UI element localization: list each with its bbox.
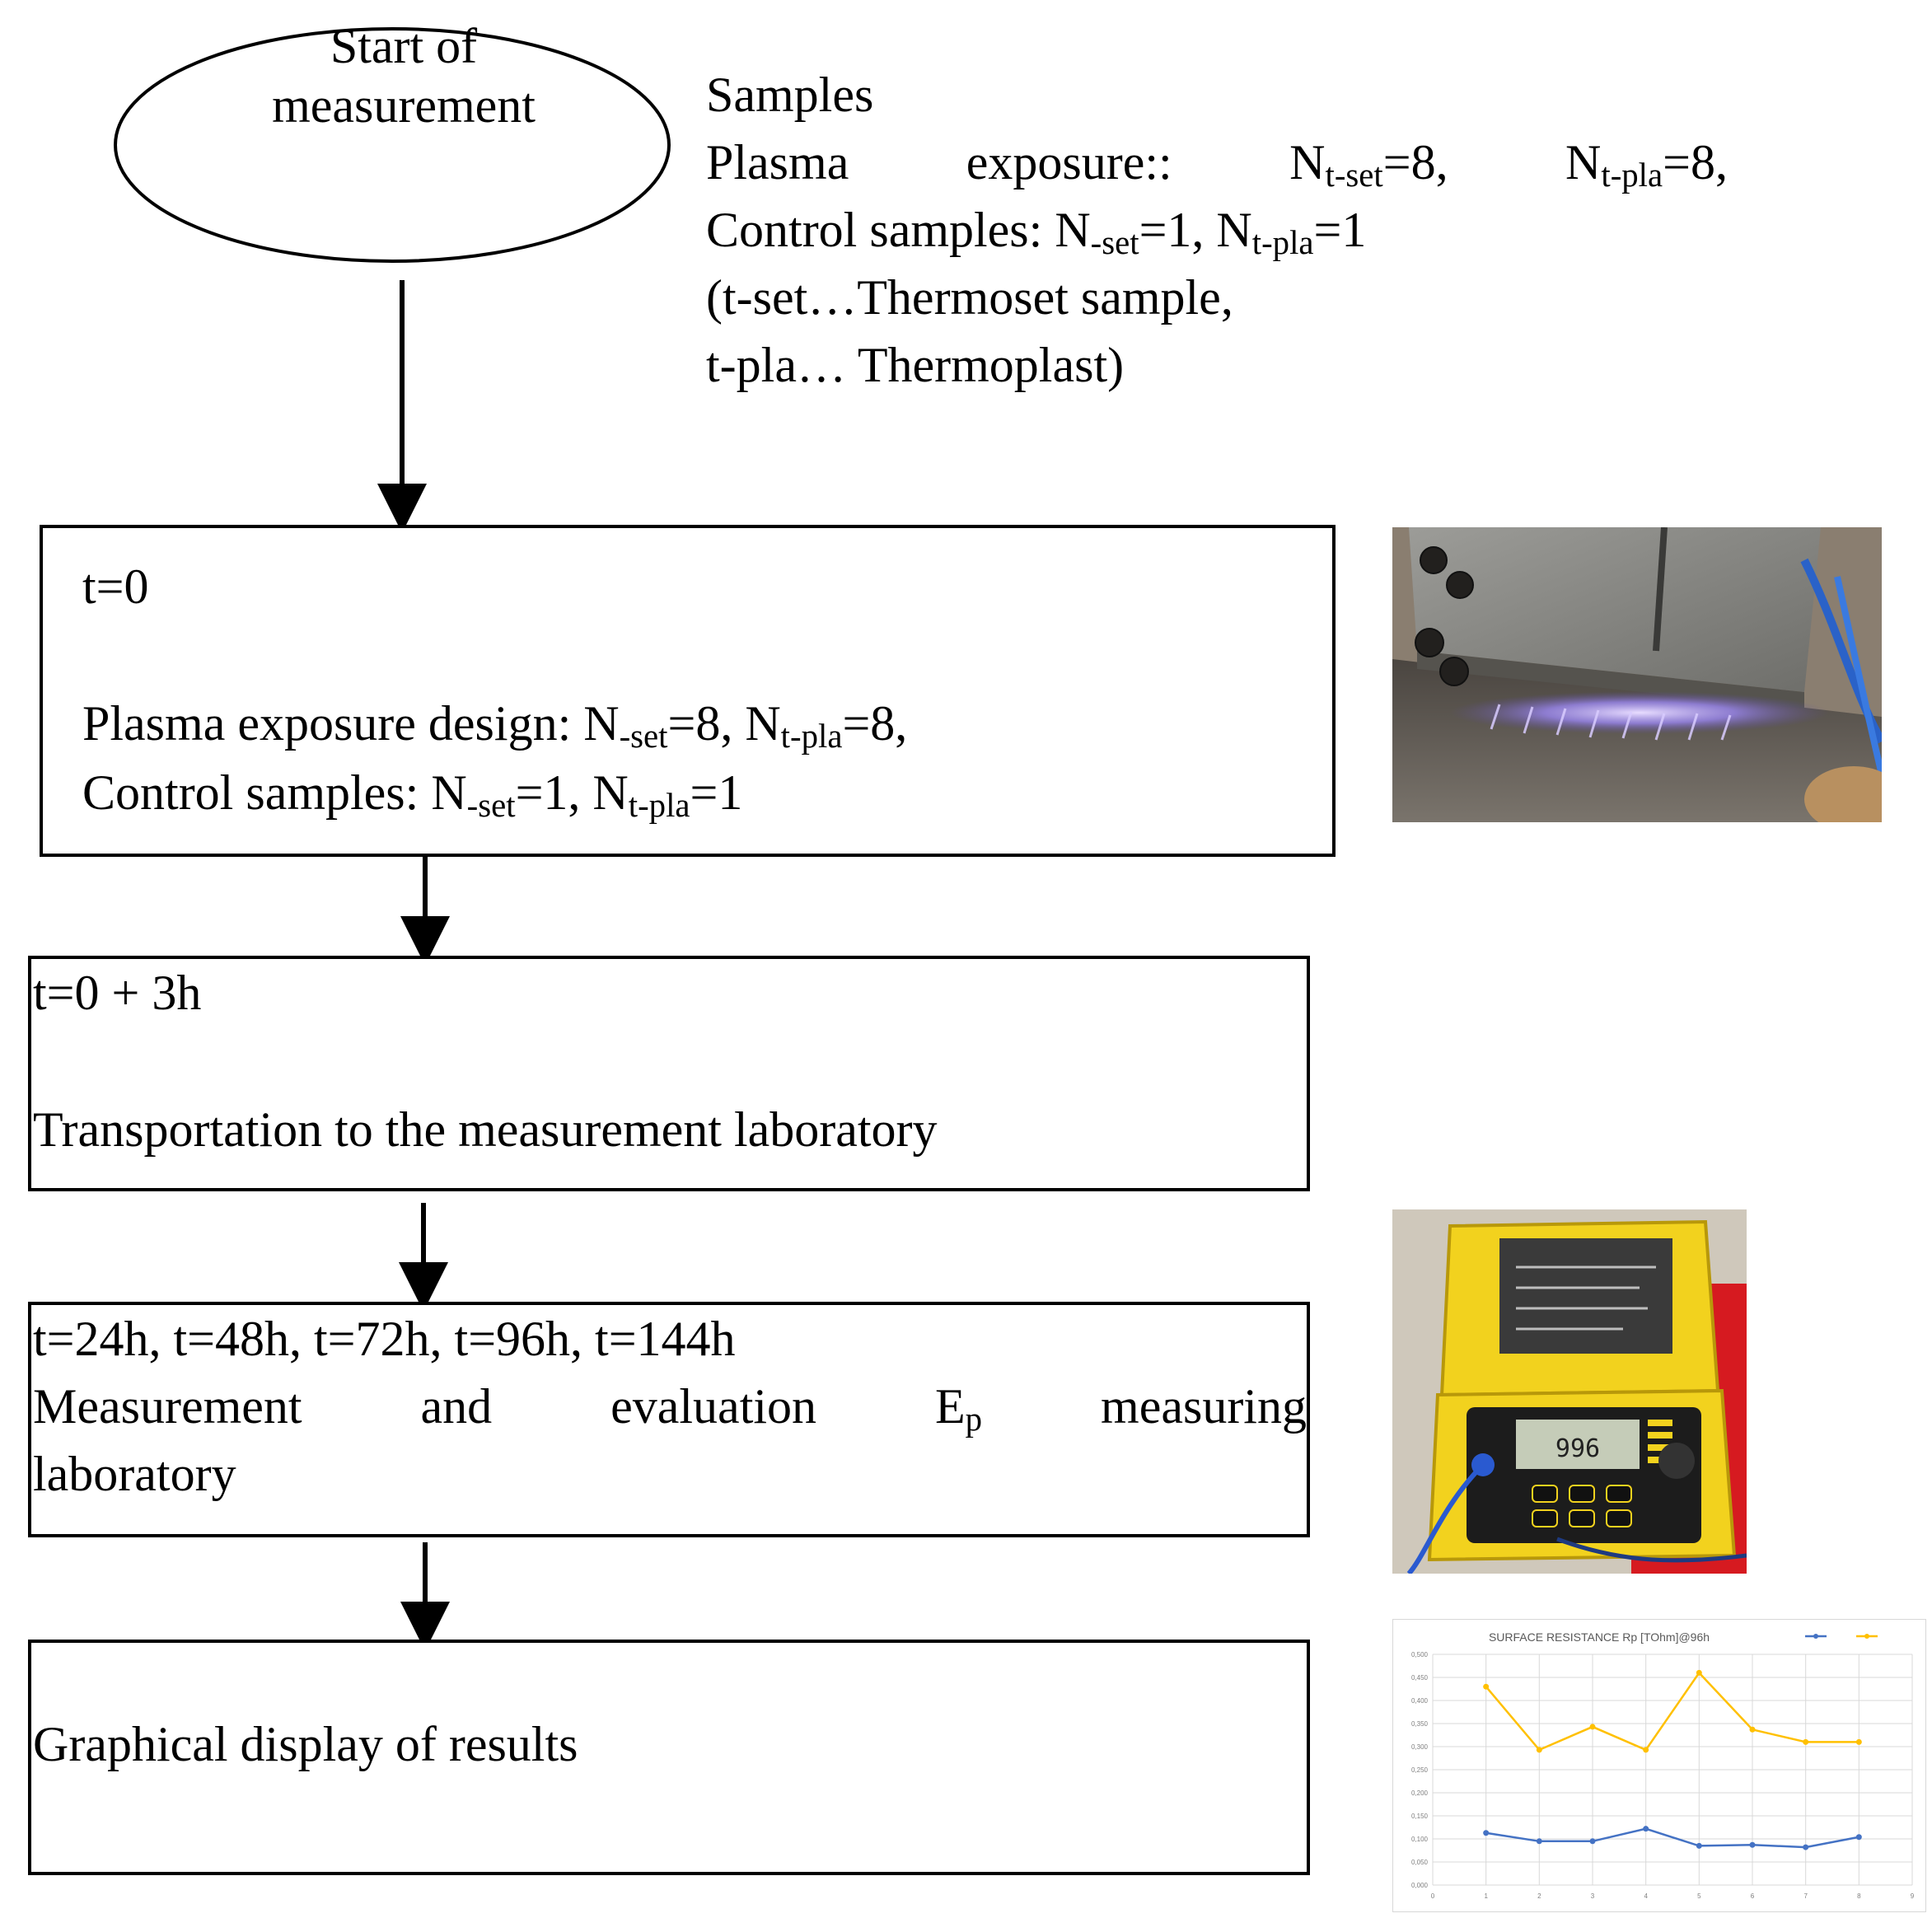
step1-design-line: Plasma exposure design: N-set=8, Nt-pla=… <box>82 696 908 755</box>
chart-y-tick-label: 0,300 <box>1411 1743 1429 1751</box>
samples-n-tset: Nt-set=8, <box>1289 135 1448 194</box>
chart-data-point <box>1749 1841 1756 1848</box>
chart-data-point <box>1803 1738 1809 1745</box>
chart-x-tick-label: 1 <box>1484 1892 1488 1900</box>
start-label: Start of measurement <box>165 16 643 135</box>
chart-y-tick-label: 0,000 <box>1411 1882 1429 1889</box>
chart-y-tick-label: 0,450 <box>1411 1674 1429 1682</box>
chart-legend <box>1805 1634 1878 1639</box>
chart-x-tick-label: 2 <box>1537 1892 1541 1900</box>
plasma-device-photo <box>1392 527 1882 822</box>
samples-n-tpla: Nt-pla=8, <box>1565 135 1728 194</box>
chart-x-tick-labels: 0 1 2 3 4 5 6 7 8 9 <box>1431 1892 1915 1900</box>
chart-x-tick-label: 0 <box>1431 1892 1435 1900</box>
chart-data-point <box>1589 1838 1596 1845</box>
chart-data-point <box>1536 1838 1542 1845</box>
samples-legend-line-2: t-pla… Thermoplast) <box>706 338 1125 392</box>
step2-time: t=0 + 3h <box>33 966 202 1020</box>
samples-heading: Samples <box>706 68 874 122</box>
chart-data-point <box>1803 1844 1809 1850</box>
meter-display-reading: 996 <box>1555 1434 1600 1463</box>
chart-x-tick-label: 3 <box>1591 1892 1595 1900</box>
step3-desc-line-2: laboratory <box>33 1447 236 1501</box>
chart-x-tick-label: 5 <box>1697 1892 1701 1900</box>
chart-y-tick-label: 0,250 <box>1411 1766 1429 1774</box>
chart-x-tick-label: 7 <box>1803 1892 1808 1900</box>
chart-y-tick-label: 0,150 <box>1411 1813 1429 1820</box>
chart-svg: SURFACE RESISTANCE Rp [TOhm]@96h 0,0000,… <box>1411 1630 1915 1900</box>
start-line-1: Start of <box>330 19 478 73</box>
step3-times: t=24h, t=48h, t=72h, t=96h, t=144h <box>33 1312 736 1366</box>
step-box-t0-3h: t=0 + 3h Transportation to the measureme… <box>28 956 1310 1191</box>
samples-plasma-word: Plasma <box>706 135 849 189</box>
chart-x-tick-label: 9 <box>1911 1892 1915 1900</box>
chart-series-line <box>1485 1827 1859 1849</box>
chart-data-point <box>1696 1669 1702 1676</box>
chart-series-line <box>1485 1671 1859 1752</box>
chart-y-tick-label: 0,100 <box>1411 1836 1429 1843</box>
step1-time: t=0 <box>82 559 149 614</box>
step-box-measurement: t=24h, t=48h, t=72h, t=96h, t=144h Measu… <box>28 1302 1310 1537</box>
chart-legend-marker <box>1813 1634 1818 1639</box>
chart-title: SURFACE RESISTANCE Rp [TOhm]@96h <box>1489 1630 1710 1644</box>
chart-data-point <box>1643 1747 1649 1753</box>
chart-x-tick-label: 8 <box>1857 1892 1861 1900</box>
chart-data-point <box>1855 1834 1862 1841</box>
chart-y-tick-label: 0,200 <box>1411 1789 1429 1797</box>
chart-data-point <box>1643 1826 1649 1832</box>
start-ellipse <box>114 27 671 263</box>
step4-desc: Graphical display of results <box>33 1717 578 1771</box>
chart-data-point <box>1589 1724 1596 1730</box>
chart-data-point <box>1855 1738 1862 1745</box>
step3-desc-line: Measurement and evaluation Ep measuring <box>33 1379 1307 1438</box>
chart-data-point <box>1536 1747 1542 1753</box>
chart-data-point <box>1483 1830 1490 1836</box>
samples-control-line: Control samples: N-set=1, Nt-pla=1 <box>706 203 1367 261</box>
samples-plasma-line: Plasma exposure:: Nt-set=8, Nt-pla=8, <box>706 129 1728 196</box>
chart-data-point <box>1483 1683 1490 1690</box>
step2-desc: Transportation to the measurement labora… <box>33 1102 938 1157</box>
chart-series <box>1483 1669 1862 1850</box>
samples-exposure-word: exposure:: <box>966 135 1172 189</box>
chart-x-tick-label: 4 <box>1644 1892 1648 1900</box>
step-box-t0: t=0 Plasma exposure design: N-set=8, Nt-… <box>40 525 1336 857</box>
chart-x-tick-label: 6 <box>1751 1892 1755 1900</box>
start-line-2: measurement <box>272 78 536 133</box>
samples-block: Samples Plasma exposure:: Nt-set=8, Nt-p… <box>706 61 1728 399</box>
step1-control-line: Control samples: N-set=1, Nt-pla=1 <box>82 765 743 824</box>
samples-legend-line-1: (t-set…Thermoset sample, <box>706 270 1233 325</box>
chart-y-tick-label: 0,350 <box>1411 1720 1429 1728</box>
step-box-results: Graphical display of results <box>28 1640 1310 1875</box>
chart-data-point <box>1696 1842 1702 1849</box>
chart-grid <box>1432 1654 1913 1886</box>
chart-data-point <box>1749 1726 1756 1733</box>
chart-y-tick-label: 0,400 <box>1411 1697 1429 1705</box>
chart-legend-marker <box>1864 1634 1869 1639</box>
chart-y-tick-label: 0,500 <box>1411 1651 1429 1658</box>
chart-y-tick-labels: 0,000 0,050 0,100 0,150 0,200 0,250 0,300 0,350… <box>1411 1651 1429 1889</box>
chart-y-tick-label: 0,050 <box>1411 1859 1429 1866</box>
resistance-meter-photo: 996 <box>1392 1209 1747 1574</box>
